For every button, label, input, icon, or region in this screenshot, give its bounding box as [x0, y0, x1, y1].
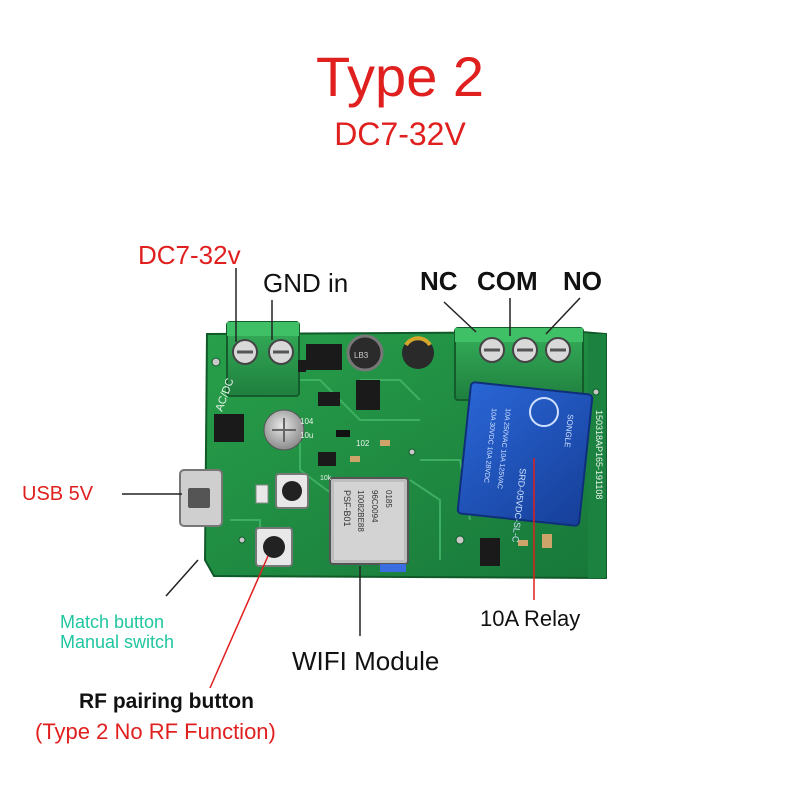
relay — [456, 381, 594, 527]
match-button — [255, 527, 293, 567]
module-print-1: PSF-B01 — [342, 490, 352, 527]
manual-switch-label: Manual switch — [60, 632, 175, 652]
no-label: NO — [563, 266, 602, 296]
nc-label: NC — [420, 266, 458, 296]
module-print-2: 10082BE88 — [356, 490, 365, 532]
com-label: COM — [477, 266, 538, 296]
page-title: Type 2 — [315, 45, 485, 108]
res-10k-print: 10k — [320, 475, 332, 482]
match-button-label: Match button — [60, 612, 165, 632]
inductor-print: LB3 — [354, 351, 369, 360]
gnd-in-label: GND in — [263, 268, 349, 298]
power-in-label: DC7-32v — [138, 240, 241, 270]
board-serial: 150318AP165-191108 — [594, 410, 604, 499]
wifi-module-label: WIFI Module — [292, 646, 440, 676]
callout-lines — [122, 268, 581, 689]
page-subtitle: DC7-32V — [334, 116, 466, 152]
usb-port — [179, 469, 223, 527]
usb-label: USB 5V — [22, 483, 94, 505]
relay-label: 10A Relay — [480, 606, 581, 631]
module-print-3: 96C0094 — [370, 490, 379, 523]
module-print-4: 0185 — [384, 490, 393, 508]
wifi-module — [329, 477, 409, 572]
relay-brand-print: SONGLE — [563, 414, 575, 448]
rf-note-label: (Type 2 No RF Function) — [35, 719, 276, 744]
rf-button-label: RF pairing button — [79, 690, 254, 713]
components — [214, 334, 552, 566]
cap-104-print: 104 — [300, 417, 314, 426]
module-print: PSF-B01 10082BE88 96C0094 0185 LB3 — [342, 351, 393, 532]
rf-pairing-button — [275, 473, 309, 509]
cap-10u-print: 10u — [300, 431, 313, 440]
res-102-print: 102 — [356, 439, 370, 448]
relay-terminal-block — [454, 327, 584, 401]
power-terminal-block — [226, 321, 300, 397]
